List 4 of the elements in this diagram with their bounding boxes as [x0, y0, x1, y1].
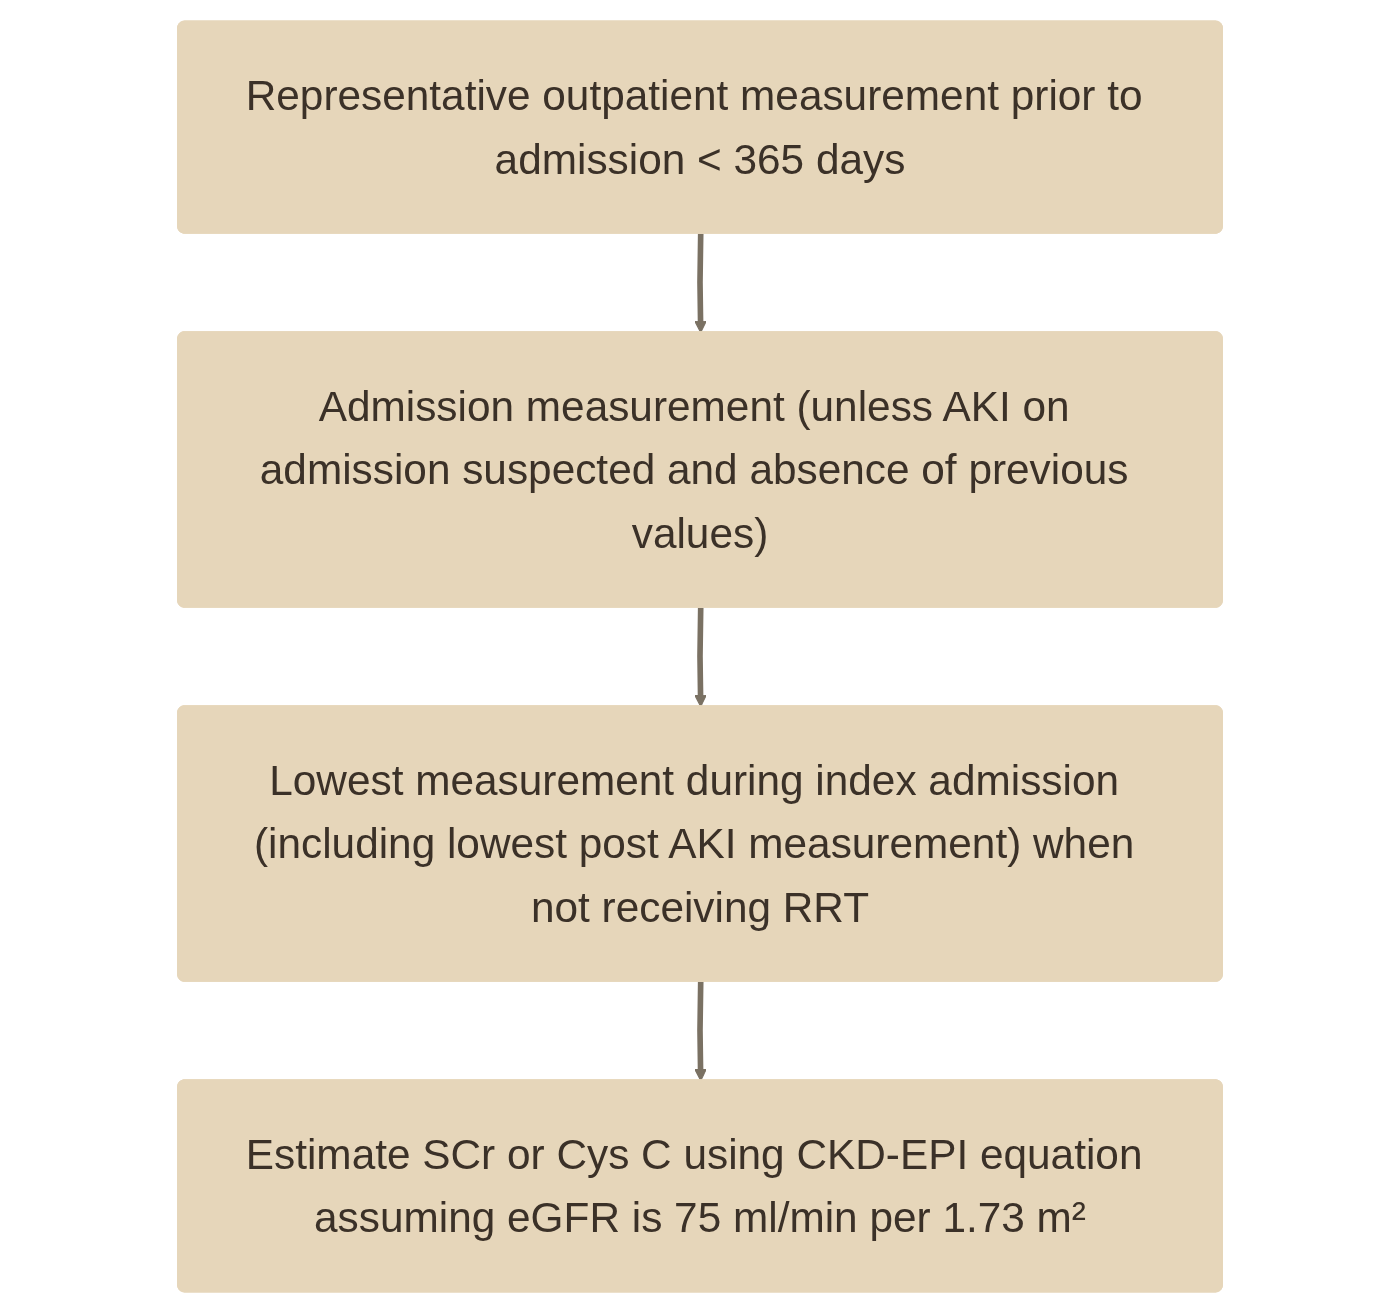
process-box: Estimate SCr or Cys C using CKD-EPI equation assuming eGFR is 75 ml/min per 1.73 m²: [177, 1079, 1223, 1293]
process-box: Admission measurement (unless AKI on admission suspected and absence of previous values): [177, 331, 1223, 608]
process-box: Representative outpatient measurement prior to admission < 365 days: [177, 20, 1223, 234]
process-box: Lowest measurement during index admission (including lowest post AKI measurement) when not receiving RRT: [177, 705, 1223, 982]
